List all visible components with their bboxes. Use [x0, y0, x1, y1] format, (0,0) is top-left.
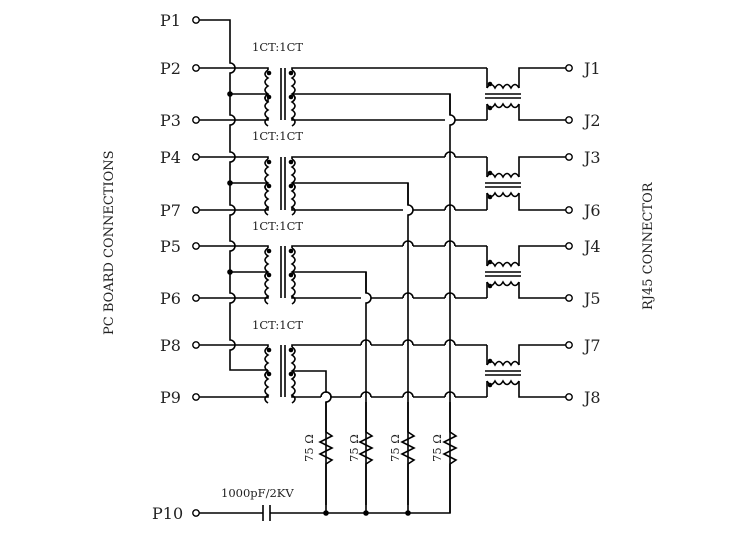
pin-label-j6: J6: [582, 201, 601, 220]
resistor-4-value: 75 Ω: [430, 434, 444, 462]
choke-4: [485, 344, 566, 398]
transformer-4-ratio: 1CT:1CT: [252, 318, 303, 332]
terminal-p9: [192, 393, 200, 401]
pin-label-p10: P10: [152, 504, 183, 523]
transformer-2-ratio: 1CT:1CT: [252, 129, 303, 143]
terminal-p10: [192, 509, 200, 517]
terminal-j5: [565, 294, 573, 302]
pin-label-p2: P2: [160, 59, 181, 78]
junction-dot: [363, 510, 369, 516]
pin-label-p7: P7: [160, 201, 181, 220]
pin-label-j7: J7: [582, 336, 601, 355]
pin-label-p8: P8: [160, 336, 181, 355]
pc-board-connections-title: PC BOARD CONNECTIONS: [102, 150, 117, 335]
wire-crossings: [320, 94, 456, 398]
pin-label-j5: J5: [582, 289, 601, 308]
resistor-1-value: 75 Ω: [302, 434, 316, 462]
resistor-1: 75 Ω: [302, 402, 334, 513]
choke-1: [485, 67, 566, 121]
terminal-p5: [192, 242, 200, 250]
pin-label-j2: J2: [582, 111, 601, 130]
junction-dot: [323, 510, 329, 516]
pc-pin-terminals: [192, 16, 200, 517]
rj45-connector-title: RJ45 CONNECTOR: [641, 181, 656, 310]
terminal-j7: [565, 341, 573, 349]
terminal-p3: [192, 116, 200, 124]
transformer-3: [199, 245, 487, 505]
pin-label-p9: P9: [160, 388, 181, 407]
transformer-1: [199, 67, 487, 505]
junction-dot: [405, 510, 411, 516]
pin-label-p1: P1: [160, 11, 181, 30]
terminal-p7: [192, 206, 200, 214]
pin-label-j8: J8: [582, 388, 601, 407]
pin-label-p6: P6: [160, 289, 181, 308]
rj45-pin-terminals: [565, 64, 573, 401]
resistor-4: 75 Ω: [430, 402, 458, 513]
pin-label-j1: J1: [582, 59, 601, 78]
resistor-3: 75 Ω: [388, 402, 416, 513]
terminal-j2: [565, 116, 573, 124]
pin-label-p4: P4: [160, 148, 181, 167]
pin-label-j3: J3: [582, 148, 601, 167]
pin-label-j4: J4: [582, 237, 601, 256]
transformer-3-ratio: 1CT:1CT: [252, 219, 303, 233]
choke-2: [485, 156, 566, 211]
resistor-2-value: 75 Ω: [347, 434, 361, 462]
resistor-3-value: 75 Ω: [388, 434, 402, 462]
resistor-2: 75 Ω: [347, 402, 374, 513]
terminal-p6: [192, 294, 200, 302]
terminal-p8: [192, 341, 200, 349]
terminal-j1: [565, 64, 573, 72]
transformer-4: [199, 344, 487, 505]
capacitor: 1000pF/2KV: [199, 486, 451, 521]
terminal-j4: [565, 242, 573, 250]
terminal-j3: [565, 153, 573, 161]
transformer-2: [199, 156, 487, 505]
terminal-p1: [192, 16, 200, 24]
transformer-1-ratio: 1CT:1CT: [252, 40, 303, 54]
pin-label-p3: P3: [160, 111, 181, 130]
terminal-j6: [565, 206, 573, 214]
choke-3: [485, 245, 566, 299]
terminal-p2: [192, 64, 200, 72]
terminal-j8: [565, 393, 573, 401]
terminal-p4: [192, 153, 200, 161]
capacitor-value: 1000pF/2KV: [221, 486, 294, 500]
pin-label-p5: P5: [160, 237, 181, 256]
